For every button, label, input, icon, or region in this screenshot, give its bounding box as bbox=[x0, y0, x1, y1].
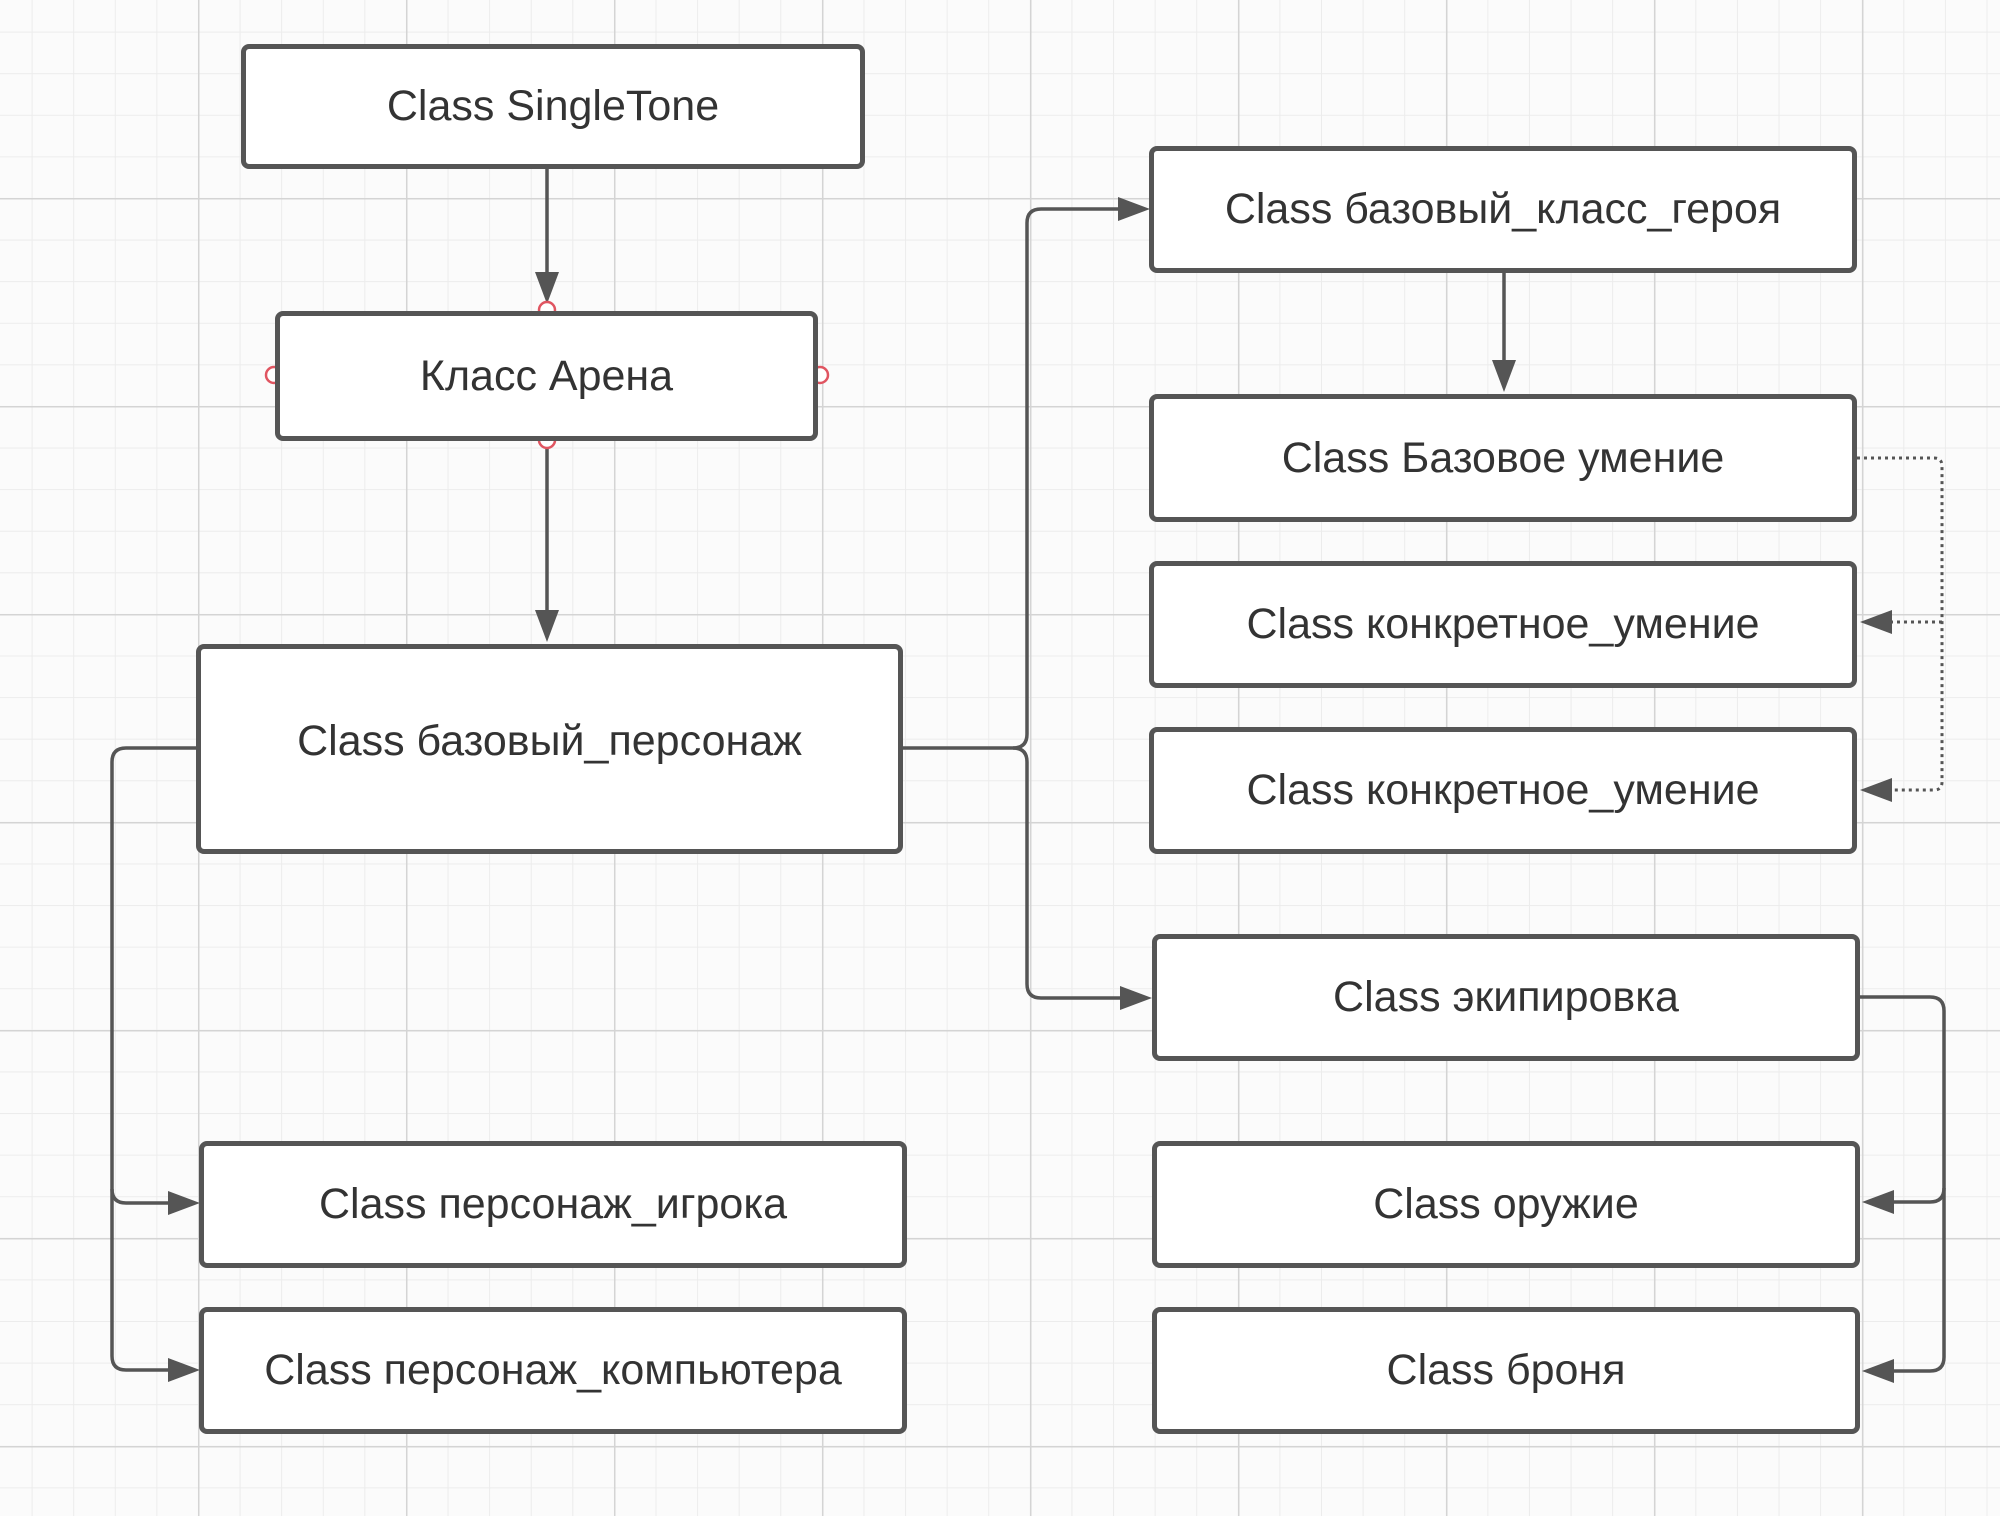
connector-equipment-items[interactable] bbox=[1860, 995, 1946, 1383]
node-concrete-skill-2[interactable]: Class конкретное_умение bbox=[1149, 727, 1857, 854]
connector-singletone-arena[interactable] bbox=[535, 168, 559, 304]
node-armor[interactable]: Class броня bbox=[1152, 1307, 1860, 1434]
node-player-character-label: Class персонаж_игрока bbox=[318, 1180, 788, 1228]
connector-base-character-right[interactable] bbox=[903, 197, 1152, 1010]
node-base-hero-class[interactable]: Class базовый_класс_героя bbox=[1149, 146, 1857, 273]
node-equipment[interactable]: Class экипировка bbox=[1152, 934, 1860, 1061]
node-base-skill[interactable]: Class Базовое умение bbox=[1149, 394, 1857, 522]
node-base-character-label: Class базовый_персонаж bbox=[297, 717, 802, 765]
node-computer-character-label: Class персонаж_компьютера bbox=[264, 1346, 842, 1394]
node-base-character[interactable]: Class базовый_персонаж bbox=[196, 644, 903, 854]
node-base-hero-class-label: Class базовый_класс_героя bbox=[1224, 185, 1782, 233]
connector-arena-base-character[interactable] bbox=[535, 441, 559, 642]
node-concrete-skill-1-label: Class конкретное_умение bbox=[1246, 600, 1760, 648]
node-arena-label: Класс Арена bbox=[419, 351, 674, 400]
node-concrete-skill-2-label: Class конкретное_умение bbox=[1246, 766, 1760, 814]
node-arena[interactable]: Класс Арена bbox=[275, 311, 818, 441]
node-equipment-label: Class экипировка bbox=[1333, 973, 1679, 1021]
node-armor-label: Class броня bbox=[1386, 1346, 1626, 1394]
node-weapon-label: Class оружие bbox=[1373, 1180, 1639, 1228]
node-singletone-label: Class SingleTone bbox=[386, 82, 720, 130]
node-concrete-skill-1[interactable]: Class конкретное_умение bbox=[1149, 561, 1857, 688]
connector-base-character-left[interactable] bbox=[110, 746, 200, 1382]
node-base-skill-label: Class Базовое умение bbox=[1281, 433, 1725, 482]
node-singletone[interactable]: Class SingleTone bbox=[241, 44, 865, 169]
node-computer-character[interactable]: Class персонаж_компьютера bbox=[199, 1307, 907, 1434]
connector-base-skill-concrete-skills[interactable] bbox=[1857, 456, 1944, 802]
connector-hero-class-base-skill[interactable] bbox=[1492, 273, 1516, 392]
node-weapon[interactable]: Class оружие bbox=[1152, 1141, 1860, 1268]
node-player-character[interactable]: Class персонаж_игрока bbox=[199, 1141, 907, 1268]
